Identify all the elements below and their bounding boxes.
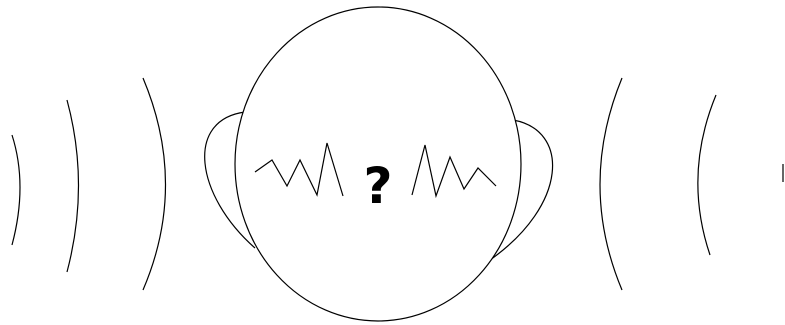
- left-sound-waves: [12, 78, 166, 290]
- sound-wave-icon: [600, 78, 622, 290]
- sound-wave-icon: [67, 100, 79, 272]
- sound-wave-icon: [12, 135, 20, 245]
- sound-wave-icon: [143, 78, 166, 290]
- sound-wave-icon: [698, 95, 716, 255]
- question-mark-icon: ?: [363, 157, 392, 215]
- right-sound-waves: [600, 78, 716, 290]
